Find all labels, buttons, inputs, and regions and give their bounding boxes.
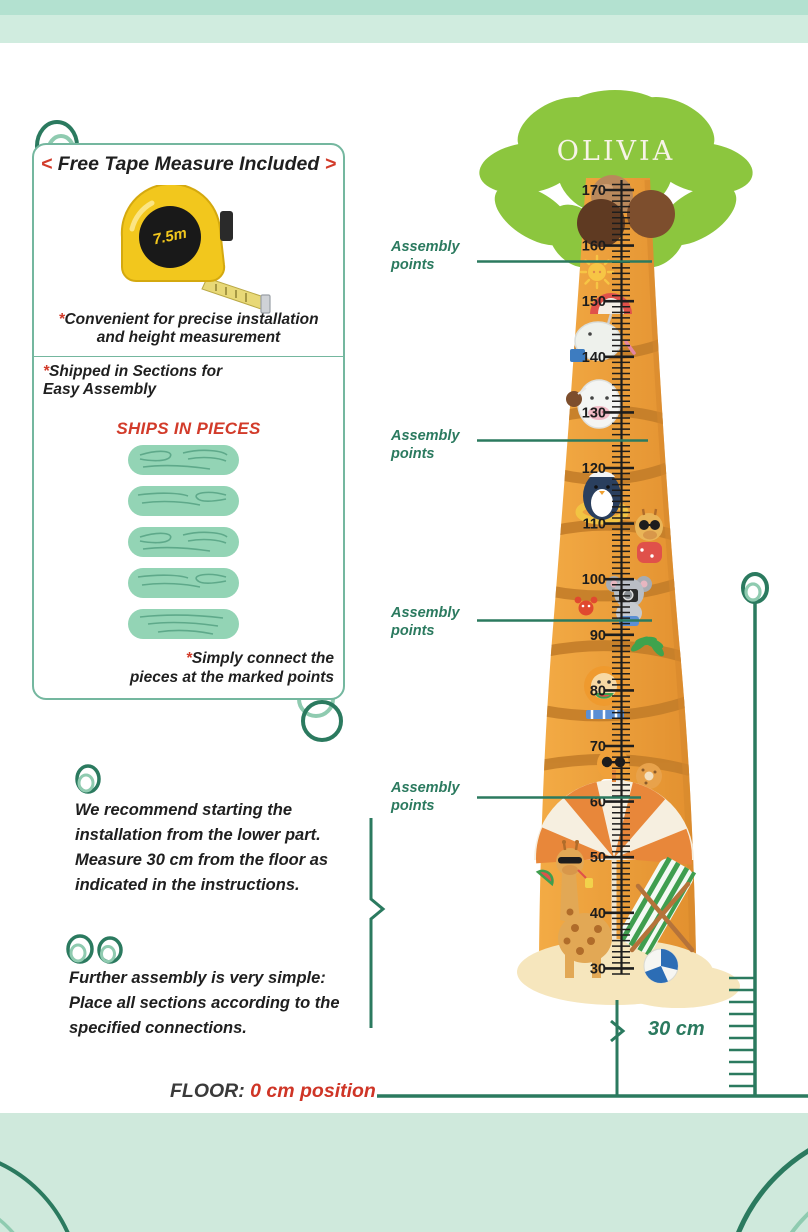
chart-piece	[128, 486, 239, 516]
ruler-number: 30	[590, 961, 606, 977]
floor-value-text: 0 cm position	[250, 1080, 376, 1102]
ruler-number: 90	[590, 628, 606, 644]
thirty-cm-label: 30 cm	[648, 1018, 705, 1040]
step1-line3: Measure 30 cm from the floor as	[75, 851, 329, 869]
base-measure-line	[610, 1000, 626, 1096]
instruction-step1: We recommend starting the installation f…	[75, 798, 328, 898]
deck-chair-icon	[620, 856, 697, 956]
ruler-number: 40	[590, 906, 606, 922]
beach-ball-icon	[643, 948, 679, 984]
sections-note-line2: Easy Assembly	[43, 381, 157, 398]
palm-sprout-icon	[630, 636, 664, 657]
panel-title-text: Free Tape Measure Included	[52, 153, 325, 175]
standing-giraffe-icon	[535, 840, 612, 978]
tape-note-line1: Convenient for precise installation	[64, 311, 319, 328]
sections-note-line1: Shipped in Sections for	[49, 363, 223, 380]
open-bracket: <	[40, 153, 53, 175]
asterisk: *	[185, 650, 192, 667]
connect-note-line1: Simply connect the	[191, 650, 334, 667]
step1-ring-icon	[75, 764, 101, 794]
floor-label: FLOOR: 0 cm position	[170, 1080, 376, 1103]
tape-note: *Convenient for precise installation and…	[34, 311, 343, 346]
step2-ring-icons	[66, 934, 123, 964]
top-band-dark	[0, 0, 808, 15]
sections-note: *Shipped in Sections for Easy Assembly	[43, 363, 222, 399]
ruler-number: 110	[583, 517, 606, 533]
side-ruler	[729, 572, 769, 1096]
tape-note-line2: and height measurement	[96, 328, 281, 346]
cow-icon	[566, 379, 621, 429]
chart-piece	[128, 609, 239, 639]
ruler-number: 130	[582, 405, 606, 421]
ruler-number: 80	[590, 683, 606, 699]
steps-brace	[369, 818, 386, 1028]
instruction-step2: Further assembly is very simple: Place a…	[69, 966, 340, 1041]
giraffe-icon	[635, 508, 663, 563]
ruler-number: 100	[582, 572, 606, 588]
step1-line1: We recommend starting the	[75, 801, 292, 819]
ruler-number: 70	[590, 739, 606, 755]
ships-in-pieces-heading: SHIPS IN PIECES	[116, 419, 261, 438]
top-band-light	[0, 15, 808, 43]
step2-line2: Place all sections according to the	[69, 994, 340, 1012]
beach-umbrella-icon	[534, 770, 694, 940]
chart-piece	[128, 568, 239, 598]
panel-title: < Free Tape Measure Included >	[34, 153, 343, 176]
tape-length-label: 7.5m	[151, 225, 188, 249]
asterisk: *	[58, 311, 65, 328]
tape-measure-image: 7.5m	[120, 185, 271, 314]
bottom-band	[0, 1113, 808, 1232]
crab-icon	[574, 596, 598, 616]
step2-line1: Further assembly is very simple:	[69, 969, 326, 987]
ruler-number: 50	[590, 850, 606, 866]
floor-label-text: FLOOR:	[170, 1080, 245, 1102]
panel-divider	[33, 356, 344, 357]
ruler-number: 150	[582, 294, 606, 310]
chart-piece	[128, 527, 239, 557]
connect-note-line2: pieces at the marked points	[129, 668, 334, 686]
step1-line2: installation from the lower part.	[75, 826, 321, 844]
connect-note: *Simply connect the pieces at the marked…	[130, 650, 334, 687]
ruler-number: 140	[582, 350, 606, 366]
step1-line4: indicated in the instructions.	[75, 876, 300, 894]
chart-piece	[128, 445, 239, 475]
asterisk: *	[43, 363, 50, 380]
close-bracket: >	[324, 153, 337, 175]
step2-line3: specified connections.	[69, 1019, 247, 1037]
ruler-number: 170	[582, 183, 606, 199]
ruler-number: 120	[582, 461, 606, 477]
assembly-lines	[477, 260, 652, 799]
info-panel: < Free Tape Measure Included > 7.5m *Con…	[32, 143, 345, 700]
bottom-arcs	[0, 1148, 808, 1232]
child-name: OLIVIA	[557, 136, 675, 167]
ruler-number: 160	[582, 239, 606, 255]
